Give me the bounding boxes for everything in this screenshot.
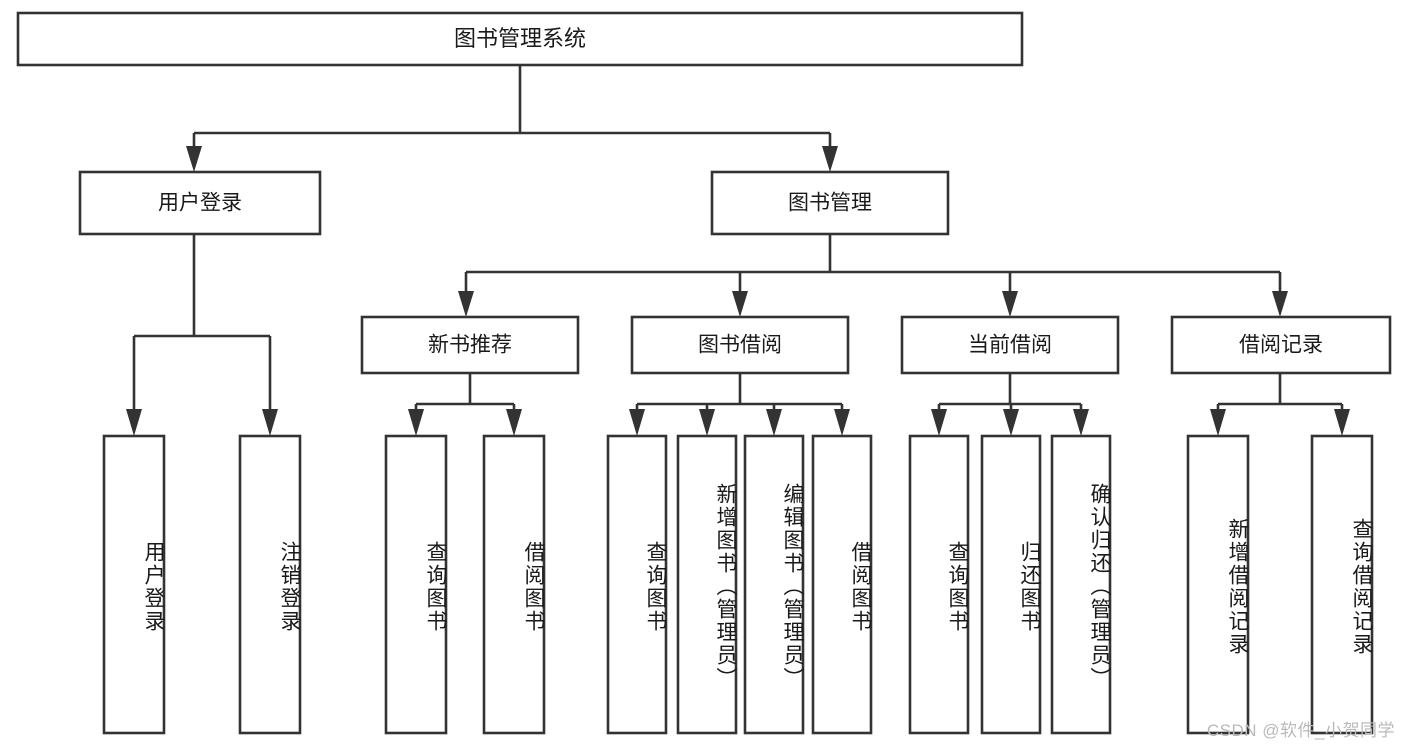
- arrow-head-new-book-rec: [458, 291, 474, 317]
- arrow-head-leaf-add-book: [699, 409, 715, 436]
- arrow-head-leaf-borrow-book-2: [834, 409, 850, 436]
- arrow-head-book-manage: [822, 146, 838, 172]
- leaf-confirm-return[interactable]: [1050, 434, 1112, 735]
- arrow-head-current-borrow: [1002, 291, 1018, 317]
- leaf-user-login[interactable]: [102, 434, 166, 735]
- node-current-borrow-label: 当前借阅: [968, 334, 1052, 357]
- leaf-add-record-box[interactable]: [1186, 434, 1250, 735]
- arrow-head-leaf-edit-book: [766, 409, 782, 436]
- leaf-add-book[interactable]: [676, 434, 738, 735]
- leaf-edit-book-box[interactable]: [743, 434, 805, 735]
- connector-group-book-manage: [458, 234, 1288, 317]
- leaf-add-record[interactable]: [1186, 434, 1250, 735]
- arrow-head-user-login: [186, 146, 202, 172]
- arrow-head-leaf-query-book-2: [629, 409, 645, 436]
- arrow-head-leaf-borrow-book-1: [506, 409, 522, 436]
- leaf-query-book-2[interactable]: [606, 434, 668, 735]
- node-new-book-rec[interactable]: 新书推荐: [360, 315, 580, 375]
- node-user-login[interactable]: 用户登录: [78, 170, 322, 236]
- leaf-box-group: [102, 434, 1374, 735]
- leaf-query-book-3[interactable]: [908, 434, 970, 735]
- leaf-logout-box[interactable]: [238, 434, 302, 735]
- node-borrow-record-box[interactable]: [1170, 315, 1392, 375]
- node-book-borrow-label: 图书借阅: [698, 334, 782, 357]
- arrow-head-leaf-query-book-1: [408, 409, 424, 436]
- connector-group-current-borrow: [931, 373, 1089, 436]
- connector-group-new-book-rec: [408, 373, 522, 436]
- arrow-head-leaf-query-record: [1334, 409, 1350, 436]
- node-book-manage[interactable]: 图书管理: [710, 170, 950, 236]
- node-user-login-box[interactable]: [78, 170, 322, 236]
- leaf-borrow-book-2[interactable]: [811, 434, 873, 735]
- node-root[interactable]: 图书管理系统: [16, 11, 1024, 67]
- leaf-query-record[interactable]: [1310, 434, 1374, 735]
- node-root-label: 图书管理系统: [454, 26, 586, 51]
- arrow-head-leaf-return-book: [1003, 409, 1019, 436]
- leaf-query-book-1-box[interactable]: [384, 434, 448, 735]
- leaf-add-book-box[interactable]: [676, 434, 738, 735]
- leaf-query-book-3-box[interactable]: [908, 434, 970, 735]
- connector-group-user-login: [126, 234, 278, 436]
- leaf-edit-book[interactable]: [743, 434, 805, 735]
- arrow-head-leaf-logout: [262, 409, 278, 436]
- leaf-borrow-book-2-box[interactable]: [811, 434, 873, 735]
- node-borrow-record[interactable]: 借阅记录: [1170, 315, 1392, 375]
- leaf-return-book-box[interactable]: [980, 434, 1042, 735]
- connector-group-root: [186, 65, 838, 172]
- node-current-borrow[interactable]: 当前借阅: [900, 315, 1120, 375]
- node-book-borrow-box[interactable]: [630, 315, 850, 375]
- node-current-borrow-box[interactable]: [900, 315, 1120, 375]
- connector-group-book-borrow: [629, 373, 850, 436]
- leaf-user-login-box[interactable]: [102, 434, 166, 735]
- arrow-head-leaf-confirm-return: [1073, 409, 1089, 436]
- node-new-book-rec-box[interactable]: [360, 315, 580, 375]
- arrow-head-leaf-query-book-3: [931, 409, 947, 436]
- leaf-query-book-1[interactable]: [384, 434, 448, 735]
- arrow-head-book-borrow: [732, 291, 748, 317]
- leaf-return-book[interactable]: [980, 434, 1042, 735]
- leaf-borrow-book-1-box[interactable]: [482, 434, 546, 735]
- node-book-borrow[interactable]: 图书借阅: [630, 315, 850, 375]
- node-book-manage-box[interactable]: [710, 170, 950, 236]
- leaf-logout[interactable]: [238, 434, 302, 735]
- connector-group-borrow-record: [1210, 373, 1350, 436]
- watermark-text: CSDN @软件_小贺同学: [1206, 721, 1395, 740]
- leaf-borrow-book-1[interactable]: [482, 434, 546, 735]
- leaf-query-record-box[interactable]: [1310, 434, 1374, 735]
- node-user-login-label: 用户登录: [158, 192, 242, 215]
- leaf-query-book-2-box[interactable]: [606, 434, 668, 735]
- node-new-book-rec-label: 新书推荐: [428, 334, 512, 357]
- arrow-head-leaf-user-login: [126, 409, 142, 436]
- node-root-box[interactable]: [16, 11, 1024, 67]
- leaf-confirm-return-box[interactable]: [1050, 434, 1112, 735]
- arrow-head-leaf-add-record: [1210, 409, 1226, 436]
- node-book-manage-label: 图书管理: [788, 192, 872, 215]
- arrow-head-borrow-record: [1272, 291, 1288, 317]
- node-borrow-record-label: 借阅记录: [1239, 334, 1323, 357]
